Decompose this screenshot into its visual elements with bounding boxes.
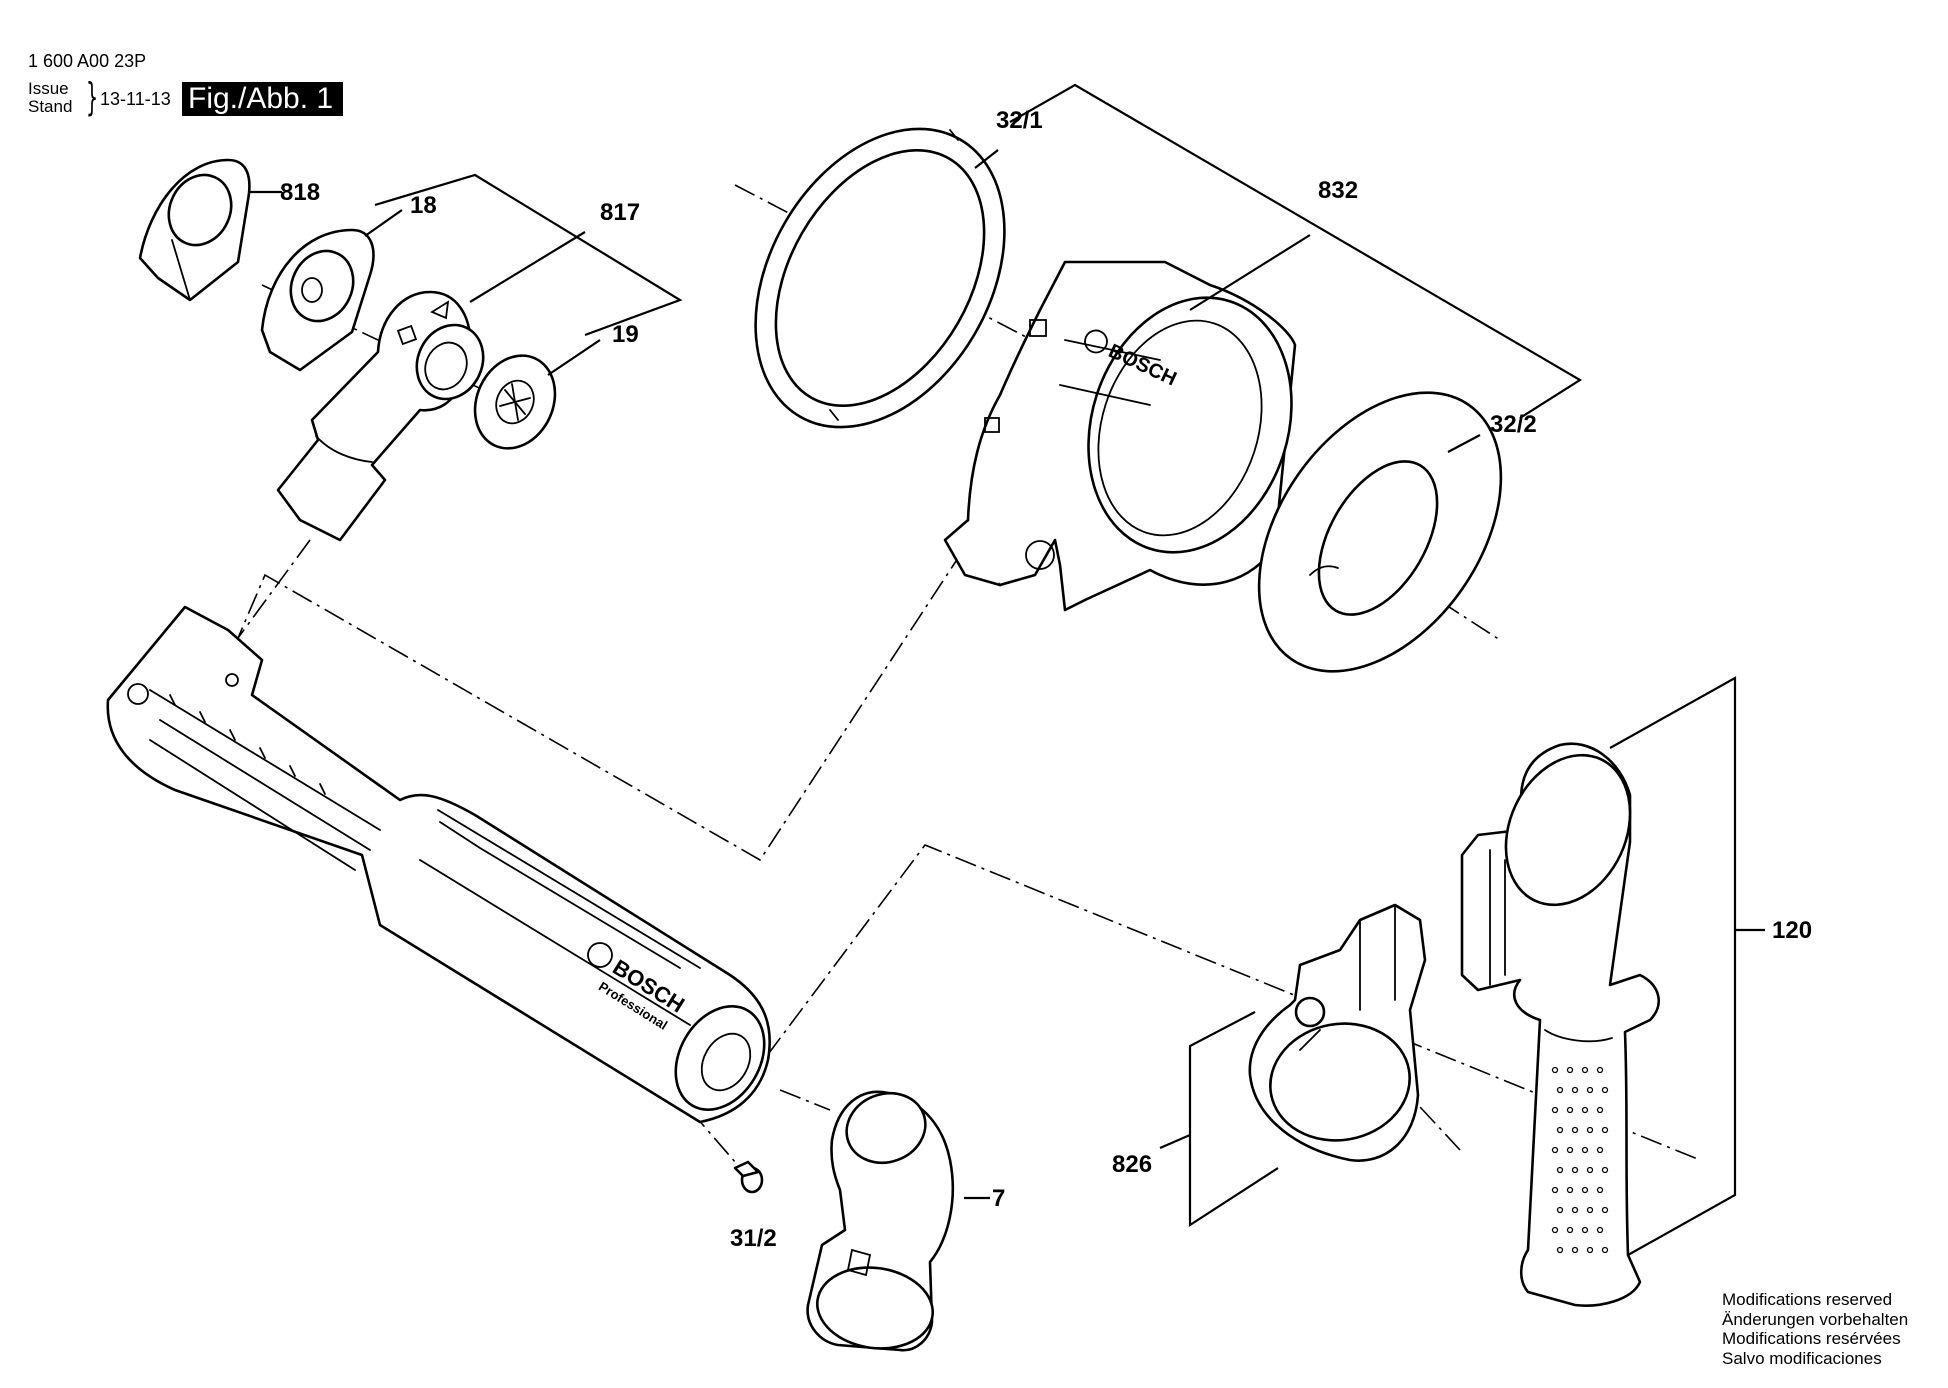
part-19-filter-disc [473, 354, 557, 450]
document-number: 1 600 A00 23P [28, 51, 147, 71]
part-7-elbow-adapter [806, 1090, 955, 1352]
callout-826: 826 [1112, 1151, 1152, 1178]
part-120-auxiliary-handle [1460, 742, 1660, 1307]
callout-labels: 818 18 817 19 32/1 832 32/2 120 826 7 31… [280, 107, 1812, 1252]
notice-line-en: Modifications reserved [1722, 1290, 1893, 1309]
issue-label: Issue [28, 79, 69, 98]
notice-line-es: Salvo modificaciones [1722, 1348, 1882, 1368]
callout-832: 832 [1318, 177, 1358, 204]
notice-line-fr: Modifications resérvées [1722, 1329, 1901, 1348]
callout-32-1: 32/1 [996, 107, 1043, 134]
callout-7: 7 [992, 1185, 1005, 1212]
part-31-2-screw [733, 1160, 764, 1194]
callout-818: 818 [280, 179, 320, 206]
handle-grip-texture [1551, 1066, 1609, 1254]
modifications-notice: Modifications reserved Änderungen vorbeh… [1722, 1290, 1908, 1368]
leader-lines [250, 83, 1765, 1256]
issue-brace: } [86, 75, 99, 119]
part-818-end-cap [138, 158, 251, 302]
notice-line-de: Änderungen vorbehalten [1722, 1309, 1909, 1329]
part-32-1-front-ring [754, 127, 1006, 429]
callout-19: 19 [612, 321, 639, 348]
part-32-2-rear-ring [1257, 391, 1503, 673]
part-826-clamp-collar [1248, 903, 1427, 1162]
dust-extractor-body: BOSCH Professional [106, 605, 771, 1124]
callout-31-2: 31/2 [730, 1225, 777, 1252]
issue-date: 13-11-13 [100, 89, 171, 109]
part-18-seal [260, 228, 375, 372]
callout-817: 817 [600, 199, 640, 226]
callout-32-2: 32/2 [1490, 411, 1537, 438]
figure-label: Fig./Abb. 1 [182, 82, 344, 116]
callout-18: 18 [410, 192, 437, 219]
part-832-collector-housing: BOSCH [943, 260, 1297, 612]
callout-120: 120 [1772, 917, 1812, 944]
part-817-suction-head [276, 290, 485, 542]
stand-label: Stand [28, 97, 73, 116]
